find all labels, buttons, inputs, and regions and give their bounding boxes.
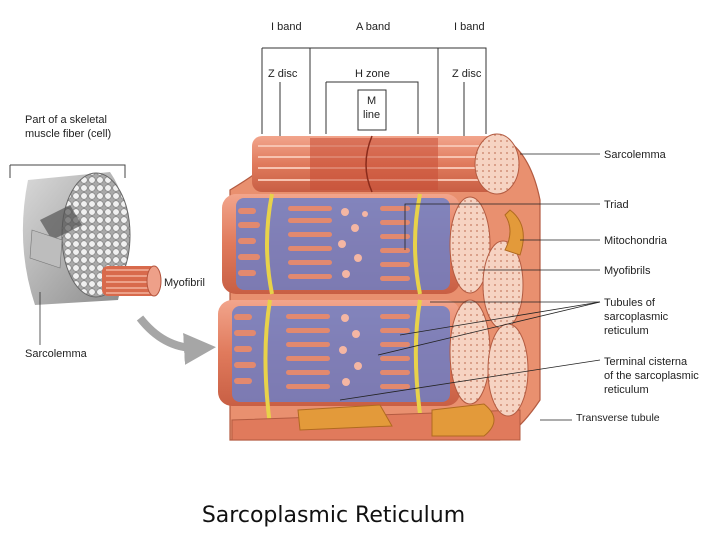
label-tubules-2: sarcoplasmic: [604, 311, 669, 323]
label-terminal-cisterna-2: of the sarcoplasmic: [604, 370, 699, 382]
label-terminal-cisterna-3: reticulum: [604, 384, 649, 396]
label-i-band-left: I band: [271, 21, 302, 33]
label-terminal-cisterna-1: Terminal cisterna: [604, 356, 688, 368]
fiber-bracket: [9, 164, 126, 178]
label-triad: Triad: [604, 199, 629, 211]
middle-myofibril: [222, 193, 460, 295]
main-muscle-block: [218, 133, 541, 441]
label-sarcolemma-left: Sarcolemma: [25, 348, 88, 360]
label-muscle-fiber-line2: muscle fiber (cell): [25, 128, 111, 140]
mitochondrion-bottom: [297, 404, 393, 431]
lower-myofibril: [218, 299, 460, 441]
label-m-line-1: M: [367, 95, 376, 107]
label-a-band: A band: [356, 21, 390, 33]
mitochondrion-right: [504, 209, 524, 256]
label-tubules-3: reticulum: [604, 325, 649, 337]
label-transverse-tubule: Transverse tubule: [576, 412, 660, 424]
myofibril-cross-sections: [449, 196, 529, 417]
t-tubule-2: [413, 193, 422, 295]
muscle-fiber-section: [9, 164, 216, 365]
label-myofibrils: Myofibrils: [604, 265, 651, 277]
label-sarcolemma-right: Sarcolemma: [604, 149, 667, 161]
figure-caption: Sarcoplasmic Reticulum: [201, 503, 466, 528]
zoom-arrow: [136, 315, 216, 365]
label-h-zone: H zone: [355, 68, 390, 80]
label-mitochondria: Mitochondria: [604, 235, 668, 247]
label-myofibril: Myofibril: [164, 277, 205, 289]
label-m-line-2: line: [363, 109, 380, 121]
label-muscle-fiber-line1: Part of a skeletal: [25, 114, 107, 126]
leader-lines: [339, 153, 601, 401]
label-i-band-right: I band: [454, 21, 485, 33]
label-z-disc-left: Z disc: [268, 68, 298, 80]
label-z-disc-right: Z disc: [452, 68, 482, 80]
myofibril-illustration: [102, 265, 162, 297]
label-tubules-1: Tubules of: [604, 297, 656, 309]
t-tubule-1: [265, 193, 274, 295]
transverse-tubule-label-bg: [570, 406, 690, 426]
top-myofibril: [252, 133, 520, 195]
